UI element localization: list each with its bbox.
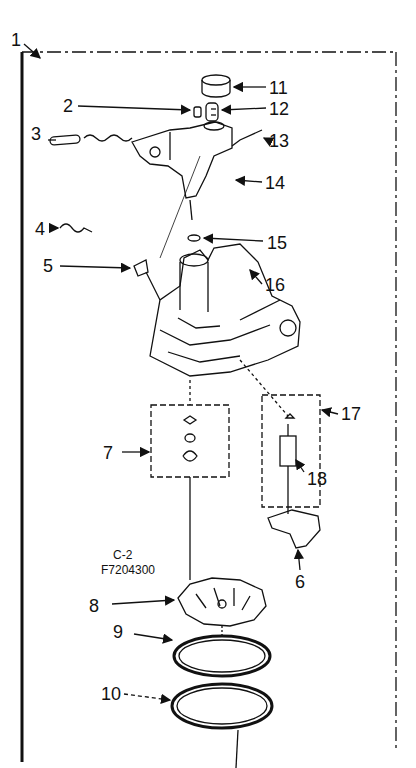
callout-number: 17 xyxy=(340,404,362,424)
callout-number: C-2 xyxy=(112,548,133,562)
callout-number: 15 xyxy=(266,233,288,253)
callout-number: 11 xyxy=(268,78,289,98)
callout-number: 16 xyxy=(264,275,286,295)
callout-number: 6 xyxy=(294,572,306,592)
callout-number: 9 xyxy=(112,622,124,642)
callout-number: 1 xyxy=(10,30,22,50)
callout-number: 7 xyxy=(102,443,114,463)
callout-number: 5 xyxy=(42,256,54,276)
callout-number: 3 xyxy=(30,124,42,144)
callout-number: 18 xyxy=(306,469,328,489)
callout-number: 8 xyxy=(88,596,100,616)
callout-number: 12 xyxy=(268,99,290,119)
callout-number: 2 xyxy=(62,96,74,116)
callout-number: 13 xyxy=(268,131,290,151)
callout-number: F7204300 xyxy=(100,563,156,577)
callout-number: 14 xyxy=(264,173,286,193)
callout-number: 4 xyxy=(34,219,46,239)
callout-number: 10 xyxy=(100,684,122,704)
